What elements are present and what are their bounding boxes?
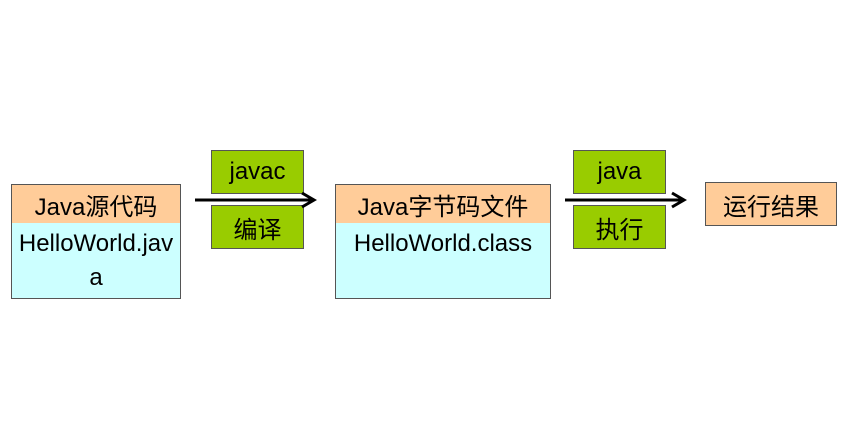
- source-code-title: Java源代码: [34, 193, 158, 221]
- compile-step-box: 编译: [211, 205, 304, 249]
- bytecode-file-name: HelloWorld.class: [353, 230, 533, 257]
- run-step-box: 执行: [573, 205, 666, 249]
- compile-arrow-icon: [195, 191, 317, 209]
- bytecode-header: Java字节码文件: [335, 184, 551, 224]
- result-title: 运行结果: [723, 193, 819, 221]
- result-box: 运行结果: [705, 182, 837, 226]
- run-step-label: 执行: [595, 216, 644, 244]
- java-command-box: java: [573, 150, 666, 194]
- source-file-box: HelloWorld.java: [11, 223, 181, 299]
- compile-step-label: 编译: [233, 216, 282, 244]
- run-arrow-icon: [565, 191, 687, 209]
- source-file-name: HelloWorld.java: [18, 230, 174, 291]
- javac-command-box: javac: [211, 150, 304, 194]
- java-command-label: java: [597, 158, 642, 185]
- source-code-header: Java源代码: [11, 184, 181, 224]
- javac-command-label: javac: [229, 158, 286, 185]
- bytecode-file-box: HelloWorld.class: [335, 223, 551, 299]
- bytecode-title: Java字节码文件: [357, 193, 529, 221]
